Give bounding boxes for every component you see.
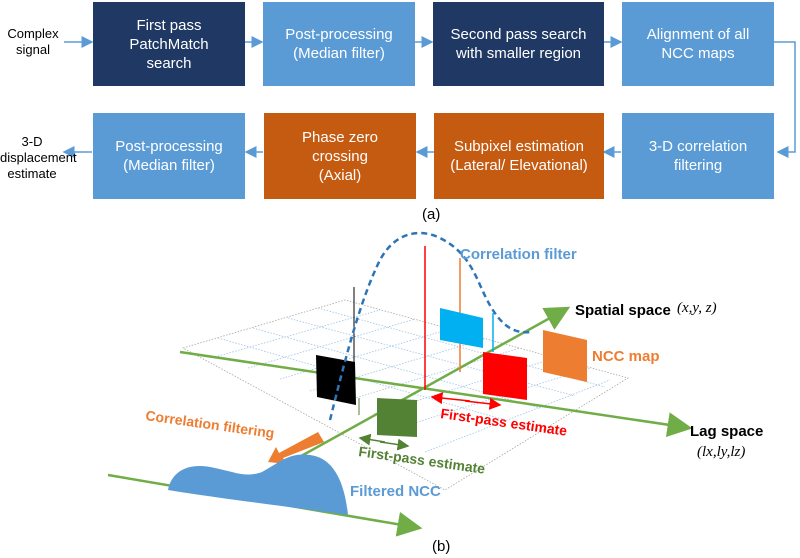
output-label: 3-D displacement estimate xyxy=(0,134,77,181)
ncc-map-red xyxy=(483,352,527,400)
first-pass-arrow-red xyxy=(430,392,471,405)
lag-space-label: Lag space xyxy=(690,423,763,440)
spatial-space-label: Spatial space xyxy=(575,302,671,319)
first-pass-arrow-green-2 xyxy=(379,438,410,451)
spatial-space-math: (x,y, z) xyxy=(677,300,717,316)
caption-b: (b) xyxy=(432,538,451,555)
first-pass-arrow-red-2 xyxy=(464,397,502,410)
ncc-map-green xyxy=(377,398,417,437)
filtered-ncc-shape xyxy=(168,454,348,515)
lag-space-math: (lx,ly,lz) xyxy=(697,444,745,460)
first-pass-estimate-green-label: First-pass estimate xyxy=(358,443,487,477)
input-label: Complex signal xyxy=(7,26,59,57)
grid-line xyxy=(341,347,521,403)
grid-line xyxy=(214,309,381,358)
box-alignment-ncc: Alignment of all NCC maps xyxy=(622,2,774,86)
filtered-ncc-label: Filtered NCC xyxy=(350,483,441,500)
first-pass-estimate-red-label: First-pass estimate xyxy=(440,405,569,439)
box-post-processing-2: Post-processing (Median filter) xyxy=(93,113,245,199)
ncc-map-black xyxy=(316,355,356,405)
box-post-processing-1: Post-processing (Median filter) xyxy=(263,2,415,86)
grid-outline xyxy=(181,299,629,491)
ncc-map-light-blue xyxy=(440,308,483,348)
grid-line xyxy=(404,367,591,427)
box-subpixel-estimation: Subpixel estimation (Lateral/ Elevationa… xyxy=(434,113,604,199)
grid-line xyxy=(424,379,611,453)
caption-a: (a) xyxy=(422,206,441,223)
box-first-pass-search: First pass PatchMatch search xyxy=(93,2,245,86)
ncc-map-label: NCC map xyxy=(592,348,660,365)
correlation-filter-curve xyxy=(328,231,531,421)
arrow-4-5 xyxy=(774,41,796,158)
first-pass-arrow-green xyxy=(358,433,386,446)
correlation-filtering-label: Correlation filtering xyxy=(145,407,276,441)
correlation-filter-label: Correlation filter xyxy=(460,246,577,263)
correlation-filtering-arrow xyxy=(268,432,324,464)
grid-line xyxy=(279,328,451,380)
ncc-map-orange xyxy=(543,330,587,382)
box-phase-zero-crossing: Phase zero crossing (Axial) xyxy=(264,113,416,199)
box-correlation-filtering: 3-D correlation filtering xyxy=(622,113,774,199)
box-second-pass-search: Second pass search with smaller region xyxy=(433,2,604,86)
lag-space-axis xyxy=(179,350,693,438)
grid-line xyxy=(247,318,416,369)
